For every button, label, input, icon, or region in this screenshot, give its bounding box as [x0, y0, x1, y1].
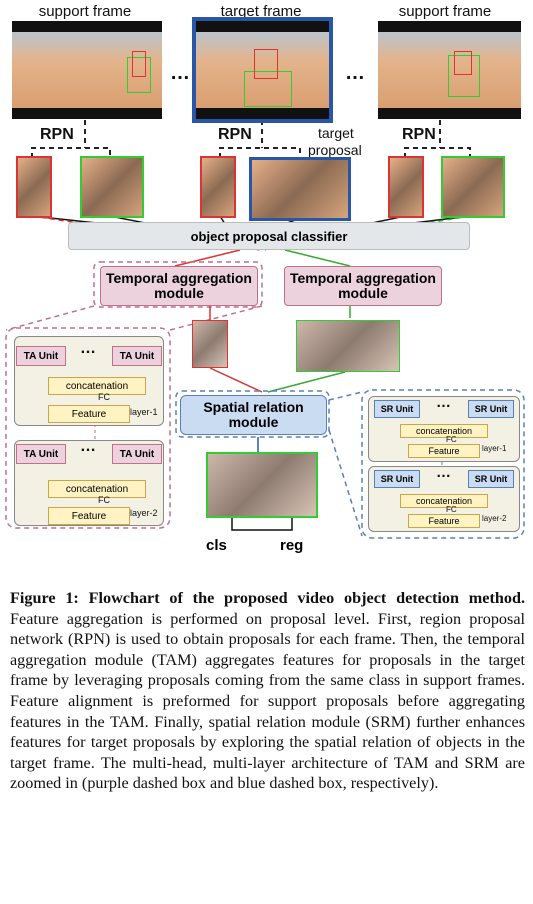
- feature-box-tam-l1: Feature: [48, 405, 130, 423]
- object-proposal-classifier: object proposal classifier: [68, 222, 470, 250]
- ellipsis-right: …: [345, 62, 365, 84]
- ta-unit-l1-b: TA Unit: [112, 346, 162, 366]
- reg-output-label: reg: [280, 537, 304, 554]
- aggregated-feature-green: [296, 320, 400, 372]
- proposal-crop-red-2: [200, 156, 236, 218]
- feature-box-srm-l2: Feature: [408, 514, 480, 528]
- concatenation-box-tam-l2: concatenation: [48, 480, 146, 498]
- support-frame-right-image: [378, 21, 521, 119]
- figure-caption: Figure 1: Flowchart of the proposed vide…: [10, 588, 525, 794]
- support-frame-label-right: support frame: [398, 3, 492, 20]
- concatenation-box-srm-l1: concatenation: [400, 424, 488, 438]
- target-proposal-label-line2: proposal: [308, 142, 362, 158]
- sr-ellipsis-l1: …: [436, 394, 451, 411]
- proposal-crop-green-1: [80, 156, 144, 218]
- sr-unit-l1-b: SR Unit: [468, 400, 514, 418]
- flowchart-figure: support frame target frame support frame…: [5, 3, 525, 554]
- layer2-label-srm: layer-2: [482, 514, 507, 523]
- target-frame-label: target frame: [220, 3, 302, 20]
- fc-label-srm-l2: FC: [446, 505, 457, 514]
- concatenation-box-srm-l2: concatenation: [400, 494, 488, 508]
- fc-label-srm-l1: FC: [446, 435, 457, 444]
- enhanced-feature-output: [206, 452, 318, 518]
- ta-ellipsis-l2: …: [80, 438, 96, 455]
- support-frame-label-left: support frame: [38, 3, 132, 20]
- support-frame-left-image: [12, 21, 162, 119]
- fc-label-tam-l2: FC: [98, 495, 110, 505]
- layer2-label-tam: layer-2: [130, 508, 158, 518]
- ta-ellipsis-l1: …: [80, 340, 96, 357]
- aggregated-feature-red: [192, 320, 228, 368]
- layer1-label-srm: layer-1: [482, 444, 507, 453]
- rpn-label-left: RPN: [40, 126, 74, 143]
- caption-body: Feature aggregation is performed on prop…: [10, 609, 525, 793]
- sr-unit-l2-a: SR Unit: [374, 470, 420, 488]
- target-frame-image: [192, 17, 333, 123]
- target-proposal-label-line1: target: [318, 125, 354, 141]
- rpn-label-right: RPN: [402, 126, 436, 143]
- ta-unit-l2-a: TA Unit: [16, 444, 66, 464]
- tam-right: Temporal aggregation module: [284, 266, 442, 306]
- feature-box-srm-l1: Feature: [408, 444, 480, 458]
- fc-label-tam-l1: FC: [98, 392, 110, 402]
- proposal-crop-red-1: [16, 156, 52, 218]
- layer1-label-tam: layer-1: [130, 407, 158, 417]
- cls-output-label: cls: [206, 537, 227, 554]
- target-proposal-crop: [249, 157, 351, 221]
- tam-left: Temporal aggregation module: [100, 266, 258, 306]
- sr-unit-l1-a: SR Unit: [374, 400, 420, 418]
- ta-unit-l2-b: TA Unit: [112, 444, 162, 464]
- sr-ellipsis-l2: …: [436, 464, 451, 481]
- feature-box-tam-l2: Feature: [48, 507, 130, 525]
- caption-lead: Figure 1: Flowchart of the proposed vide…: [10, 589, 525, 607]
- sr-unit-l2-b: SR Unit: [468, 470, 514, 488]
- proposal-crop-red-3: [388, 156, 424, 218]
- ta-unit-l1-a: TA Unit: [16, 346, 66, 366]
- rpn-label-center: RPN: [218, 126, 252, 143]
- proposal-crop-green-3: [441, 156, 505, 218]
- concatenation-box-tam-l1: concatenation: [48, 377, 146, 395]
- ellipsis-left: …: [170, 62, 190, 84]
- spatial-relation-module: Spatial relation module: [180, 395, 327, 435]
